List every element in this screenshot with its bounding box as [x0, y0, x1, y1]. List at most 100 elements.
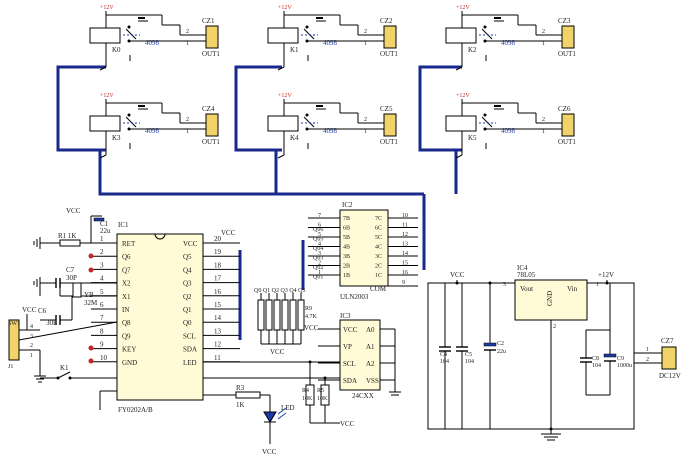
vcc-label-ic3: VCC — [304, 324, 319, 332]
relay-output-label: OUT1 — [558, 138, 576, 146]
relay-output-label: OUT1 — [558, 50, 576, 58]
relay-pin2: 2 — [364, 117, 367, 123]
r1-label: R1 1K — [58, 232, 76, 240]
svg-text:1: 1 — [30, 353, 33, 359]
ic1-pin-num: 5 — [100, 288, 104, 296]
vcc-label-2: VCC — [22, 306, 37, 314]
relay-pin2: 2 — [364, 29, 367, 35]
sw1-label: SW1 — [8, 321, 20, 327]
ic2-ref: IC2 — [342, 201, 353, 209]
svg-text:2: 2 — [30, 343, 33, 349]
ic1-pin-num: 13 — [214, 327, 222, 335]
ic1-pin-name: Q1 — [183, 306, 192, 314]
ic3-pin-name: VCC — [343, 326, 358, 334]
ic2-pin-num: 3 — [318, 251, 321, 257]
ic2-bus-label: Q01 — [313, 275, 323, 281]
relay-connector-ref: CZ3 — [558, 17, 571, 25]
ic1-pin-name: Q5 — [183, 253, 192, 261]
ic4-pin2: 2 — [553, 324, 556, 330]
vcc-label-led: VCC — [262, 448, 277, 456]
ic1-pin-num: 17 — [214, 275, 222, 283]
j1-label: J1 — [8, 364, 13, 370]
ic1-pin-name: GND — [122, 359, 137, 367]
ic1-pin-num: 12 — [214, 341, 222, 349]
relay-diode-label: 4098 — [501, 39, 516, 47]
ic1-pin-name: Q0 — [183, 319, 192, 327]
relay-supply-label: +12V — [278, 5, 292, 11]
relay-diode-label: 4098 — [323, 127, 338, 135]
c6-value: 30P — [46, 319, 57, 327]
ic1-reset-circuit: VCC C1 22u R1 1K — [33, 207, 117, 249]
ic1-pin-name: RET — [122, 240, 136, 248]
relay-pin2: 2 — [186, 29, 189, 35]
relay-supply-label: +12V — [278, 93, 292, 99]
ic2-bus-label: Q03 — [313, 256, 323, 262]
relay-pin1: 1 — [186, 41, 189, 47]
svg-text:1: 1 — [646, 347, 649, 353]
relay-output-label: OUT1 — [380, 50, 398, 58]
ic2-part: ULN2003 — [340, 293, 369, 301]
c4-ref: C4 — [440, 352, 447, 358]
ic2-pin-name: 2C — [375, 264, 382, 270]
relay-pin1: 1 — [364, 129, 367, 135]
vcc-label-ic1: VCC — [221, 229, 236, 237]
ic3-pin-name: VP — [343, 343, 352, 351]
ic1-pin-name: VCC — [183, 240, 198, 248]
ic3-part: 24CXX — [352, 392, 374, 400]
ic4-gnd: GND — [546, 291, 554, 306]
c2-value: 22u — [497, 349, 506, 355]
relay-connector-ref: CZ4 — [202, 105, 215, 113]
ic2-pin-name: 3C — [375, 254, 382, 260]
vcc-label-ps: VCC — [450, 271, 465, 279]
ic3-pin-name-right: VSS — [366, 377, 379, 385]
vcc-label-pullup: VCC — [340, 420, 355, 428]
relay-label: K4 — [290, 134, 299, 142]
relay-connector-ref: CZ6 — [558, 105, 571, 113]
ic1-pin-num: 9 — [100, 341, 104, 349]
relay-supply-label: +12V — [100, 93, 114, 99]
relay-output-label: OUT1 — [380, 138, 398, 146]
ic2-pin-name: 6C — [375, 226, 382, 232]
ic1-pin-name: X1 — [122, 293, 131, 301]
relay-connector-ref: CZ2 — [380, 17, 393, 25]
ic3-chip: IC3 24CXX VCC — [304, 312, 381, 400]
r3-value: 1K — [236, 401, 245, 409]
relay-connector-ref: CZ5 — [380, 105, 393, 113]
ic3-pin-name-right: A0 — [366, 326, 375, 334]
relay-pin2: 2 — [542, 29, 545, 35]
relay-pin2: 2 — [542, 117, 545, 123]
relay-label: K1 — [290, 46, 299, 54]
relay-label: K0 — [112, 46, 121, 54]
c9-value: 1000u — [617, 363, 632, 369]
relay-connector-ref: CZ1 — [202, 17, 215, 25]
ic2-pin-name: 5B — [343, 235, 350, 241]
ir-receiver-connector: SW1 J1 4 3 2 1 VCC — [8, 306, 118, 383]
c8-ref: C8 — [592, 356, 599, 362]
ic1-pin-name: Q7 — [122, 266, 131, 274]
ic1-pin-name: SDA — [183, 346, 197, 354]
i2c-wiring: R4 10K R5 10K VCC — [203, 328, 401, 428]
ic2-pin-name: 4C — [375, 245, 382, 251]
relay-supply-label: +12V — [456, 5, 470, 11]
ic1-pin-num: 2 — [100, 248, 104, 256]
ic4-pin1: 1 — [596, 282, 599, 288]
ic2-pin-num: 1 — [318, 270, 321, 276]
relay-output-label: OUT1 — [202, 138, 220, 146]
svg-text:4: 4 — [30, 324, 33, 330]
ic2-pin-num: 10 — [402, 213, 408, 219]
ic2-bus-label: Q05 — [313, 237, 323, 243]
ic1-pin-name: LED — [183, 359, 197, 367]
relay-pin1: 1 — [364, 41, 367, 47]
crystal-circuit: YB 32M C7 30P C6 30P — [33, 266, 117, 327]
ic1-pin-num: 11 — [214, 354, 221, 362]
ic1-pin-name: IN — [122, 306, 129, 314]
ic1-pin-name: Q8 — [122, 319, 131, 327]
ic2-pin-num: 2 — [318, 261, 321, 267]
ic2-chip: IC2 ULN2003 COM — [339, 201, 389, 301]
rpack-labels: Q0 Q1 Q2 Q3 Q4 Q5 — [254, 288, 306, 294]
c7-value: 30P — [66, 274, 77, 282]
ic2-pin-num: 13 — [402, 242, 408, 248]
